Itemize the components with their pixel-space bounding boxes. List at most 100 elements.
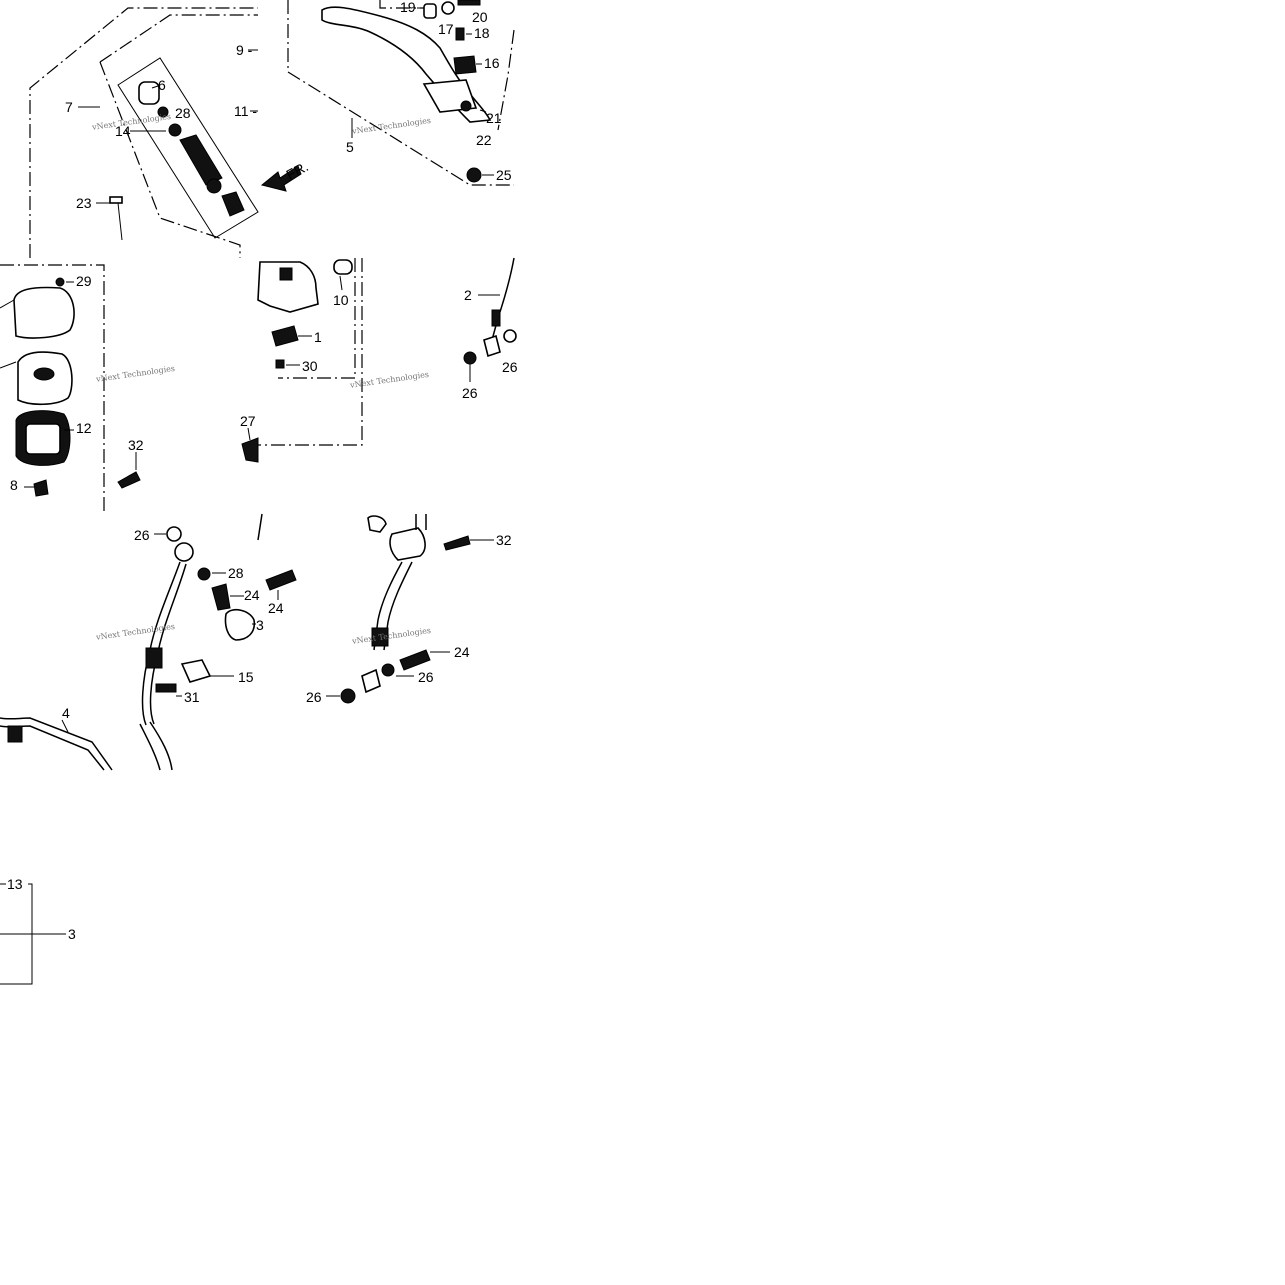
watermark: vNext Technologies xyxy=(349,370,430,390)
washer-26-b xyxy=(503,329,517,343)
watermark: vNext Technologies xyxy=(91,112,172,132)
label-8: 8 xyxy=(10,477,18,493)
washer-28-b xyxy=(197,567,211,581)
washer-17 xyxy=(441,1,455,15)
label-19: 19 xyxy=(400,0,416,15)
washer-26-c xyxy=(166,526,182,542)
screw-20 xyxy=(457,0,481,6)
plate-hole xyxy=(33,367,55,381)
banjo-lower xyxy=(361,668,381,694)
label-27: 27 xyxy=(240,413,256,429)
label-7: 7 xyxy=(65,99,73,115)
label-24-a: 24 xyxy=(244,587,260,603)
panel-master-cylinder-kit: 6 7 9 - 11 - 14 28 23 FR. vNext Technolo… xyxy=(29,7,311,258)
label-28-lower: 28 xyxy=(228,565,244,581)
label-25: 25 xyxy=(496,167,512,183)
label-2: 2 xyxy=(464,287,472,303)
label-14: 14 xyxy=(115,123,131,139)
panel-brake-lever: 19 20 17 18 16 21 22 5 25 vNext Technolo… xyxy=(287,0,515,186)
label-1: 1 xyxy=(314,329,322,345)
label-15: 15 xyxy=(238,669,254,685)
screw-30 xyxy=(275,359,285,369)
valve-3 xyxy=(224,608,256,641)
label-13: 13 xyxy=(7,876,23,892)
cap-25 xyxy=(466,167,482,183)
label-31: 31 xyxy=(184,689,200,705)
label-11: 11 - xyxy=(234,103,257,119)
panel-hose-joint: 32 24 26 26 vNext Technologies xyxy=(257,513,512,705)
bolt-24-a xyxy=(211,583,231,611)
panel-lower-hose: 26 28 24 24 3 15 31 4 vNext Technologies xyxy=(0,526,297,771)
brake-hose-lower xyxy=(373,561,403,651)
bushing-19 xyxy=(423,3,437,19)
label-16: 16 xyxy=(484,55,500,71)
label-21: 21 xyxy=(486,110,502,126)
panel-master-cylinder-body: 10 1 30 27 vNext Technologies xyxy=(240,258,430,463)
brake-hose-2 xyxy=(491,257,515,341)
diaphragm-inner xyxy=(25,423,61,455)
bolt-24-c xyxy=(399,649,431,671)
label-18: 18 xyxy=(474,25,490,41)
upper-fitting xyxy=(367,515,387,533)
brake-pipe-4 xyxy=(0,717,113,771)
banjo-fitting xyxy=(483,334,501,358)
label-4: 4 xyxy=(62,705,70,721)
label-23: 23 xyxy=(76,195,92,211)
banjo-top xyxy=(174,542,194,562)
label-17: 17 xyxy=(438,21,454,37)
label-26-upper: 26 xyxy=(462,385,478,401)
bolt-32-a xyxy=(117,471,141,489)
label-6: 6 xyxy=(158,77,166,93)
label-29: 29 xyxy=(76,273,92,289)
bolt-32-b xyxy=(443,535,471,551)
switch-1 xyxy=(271,325,299,347)
bolt-23 xyxy=(109,196,123,204)
hose-fitting xyxy=(491,309,501,327)
hose-joint xyxy=(389,527,426,561)
return-spring xyxy=(221,191,245,217)
label-12: 12 xyxy=(76,420,92,436)
label-10: 10 xyxy=(333,292,349,308)
bolt-31 xyxy=(155,683,177,693)
piston-rod xyxy=(179,134,223,186)
watermark: vNext Technologies xyxy=(351,626,432,646)
label-26-upper-right: 26 xyxy=(502,359,518,375)
bolt-24-b xyxy=(265,569,297,591)
forward-arrow-icon xyxy=(260,165,302,192)
label-26-d: 26 xyxy=(418,669,434,685)
washer-26-d xyxy=(381,663,395,677)
watermark: vNext Technologies xyxy=(95,364,176,384)
cup-seal xyxy=(206,178,222,194)
label-3-assembly: 3 xyxy=(68,926,76,942)
dust-boot-6 xyxy=(138,81,160,105)
watermark: vNext Technologies xyxy=(351,116,432,136)
panel-upper-hose: 2 26 26 xyxy=(462,257,518,401)
clip-8 xyxy=(33,479,49,497)
hose-collar xyxy=(371,627,389,647)
seal-14 xyxy=(168,123,182,137)
nut-21 xyxy=(460,100,472,112)
brake-hose-3 xyxy=(141,561,181,726)
bolt-18 xyxy=(455,27,465,41)
label-5: 5 xyxy=(346,139,354,155)
label-26-lower: 26 xyxy=(134,527,150,543)
pipe-nut xyxy=(7,725,23,743)
label-24-b: 24 xyxy=(268,600,284,616)
label-3-valve: 3 xyxy=(256,617,264,633)
hose-clamp xyxy=(145,647,163,669)
label-20: 20 xyxy=(472,9,488,25)
clamp-27 xyxy=(241,437,259,463)
label-32-right: 32 xyxy=(496,532,512,548)
reservoir-cap-top xyxy=(13,286,75,339)
watermark: vNext Technologies xyxy=(95,622,176,642)
label-26-e: 26 xyxy=(306,689,322,705)
cap-10 xyxy=(333,259,353,275)
label-24-c: 24 xyxy=(454,644,470,660)
washer-26-e xyxy=(340,688,356,704)
label-28-top: 28 xyxy=(175,105,191,121)
washer-28 xyxy=(157,106,169,118)
mount-boss xyxy=(279,267,293,281)
label-32-left: 32 xyxy=(128,437,144,453)
label-30: 30 xyxy=(302,358,318,374)
